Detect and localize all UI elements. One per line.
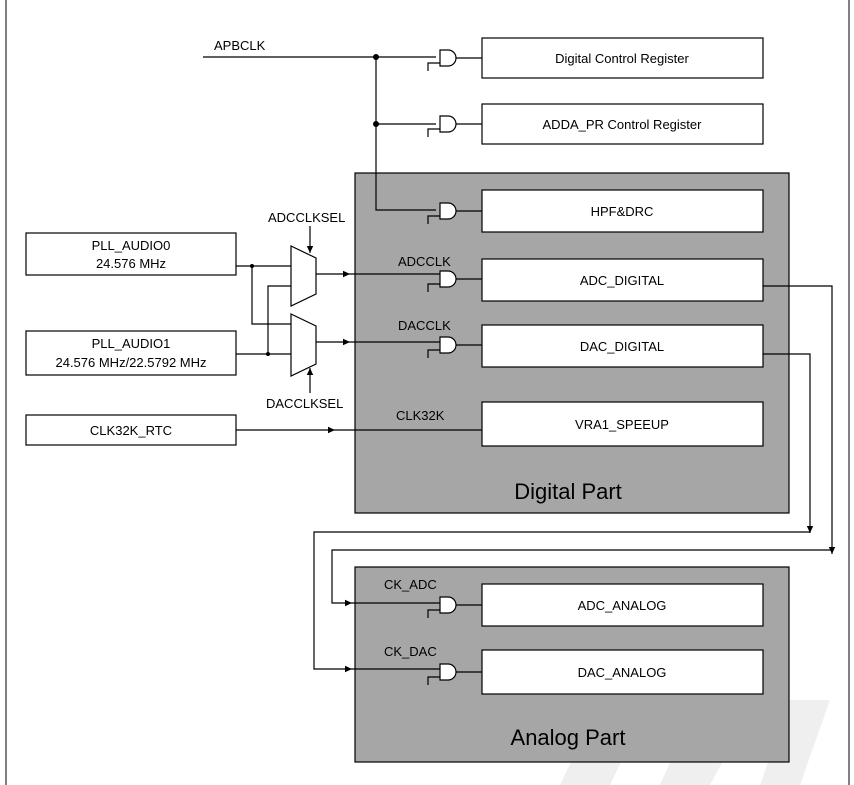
clock-gate-adc-digital (427, 270, 482, 292)
adcclksel-label: ADCCLKSEL (268, 210, 345, 225)
block-label: ADC_DIGITAL (580, 273, 664, 288)
source-name: CLK32K_RTC (90, 423, 172, 438)
clock-gate-dac-digital (427, 336, 482, 358)
digital-part-label: Digital Part (514, 479, 622, 504)
adcclk-label: ADCCLK (398, 254, 451, 269)
block-label: VRA1_SPEEUP (575, 417, 669, 432)
block-label: ADC_ANALOG (578, 598, 667, 613)
pll-mux-wires (236, 264, 291, 356)
dac-clock-mux (290, 313, 317, 377)
apbclk-label: APBCLK (214, 38, 266, 53)
source-frequency: 24.576 MHz (96, 256, 166, 271)
block-adc-digital: ADC_DIGITAL (481, 258, 764, 302)
block-vra1-speeup: VRA1_SPEEUP (481, 401, 764, 447)
apbclk-wires (203, 54, 436, 211)
block-label: DAC_DIGITAL (580, 339, 664, 354)
ck-adc-label: CK_ADC (384, 577, 437, 592)
adc-clock-mux (290, 245, 317, 307)
source-pll-audio0: PLL_AUDIO0 24.576 MHz (25, 232, 237, 276)
block-label: ADDA_PR Control Register (543, 117, 703, 132)
clock-gate-digital-control (427, 49, 482, 71)
dacclksel-label: DACCLKSEL (266, 396, 343, 411)
block-label: Digital Control Register (555, 51, 689, 66)
block-label: HPF&DRC (591, 204, 654, 219)
source-frequency: 24.576 MHz/22.5792 MHz (55, 355, 206, 370)
block-dac-digital: DAC_DIGITAL (481, 324, 764, 368)
source-pll-audio1: PLL_AUDIO1 24.576 MHz/22.5792 MHz (25, 330, 237, 376)
ck-adc-route (331, 285, 836, 607)
source-name: PLL_AUDIO1 (92, 336, 171, 351)
ck-dac-label: CK_DAC (384, 644, 437, 659)
analog-part-label: Analog Part (511, 725, 626, 750)
clock-gate-dac-analog (427, 663, 482, 685)
block-adc-analog: ADC_ANALOG (481, 583, 764, 627)
dacclk-label: DACCLK (398, 318, 451, 333)
source-clk32k-rtc: CLK32K_RTC (25, 414, 237, 446)
block-adda-pr-control-register: ADDA_PR Control Register (481, 103, 764, 145)
source-name: PLL_AUDIO0 (92, 238, 171, 253)
block-hpf-drc: HPF&DRC (481, 189, 764, 233)
clk32k-label: CLK32K (396, 408, 445, 423)
block-label: DAC_ANALOG (578, 665, 667, 680)
block-digital-control-register: Digital Control Register (481, 37, 764, 79)
clock-gate-hpf-drc (427, 202, 482, 224)
ck-dac-route (313, 353, 814, 673)
clock-gate-adda-pr (427, 115, 482, 137)
clock-gate-adc-analog (427, 596, 482, 618)
block-dac-analog: DAC_ANALOG (481, 649, 764, 695)
